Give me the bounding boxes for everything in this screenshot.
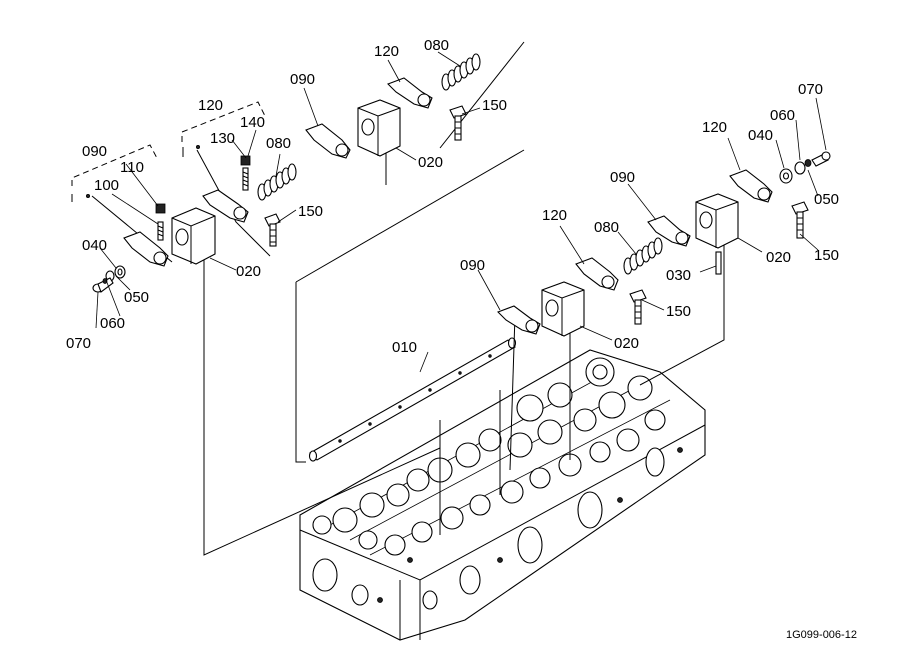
callout-130: 130 [210, 130, 235, 147]
cylinder-head [299, 349, 706, 641]
callout-120-bracket: 120 [198, 97, 223, 114]
left-rocker-group [92, 203, 216, 293]
callout-090-right: 090 [610, 169, 635, 186]
top-rocker-group [305, 53, 481, 159]
callout-120-top: 120 [374, 43, 399, 60]
callout-120-mid: 120 [542, 207, 567, 224]
callout-150-left: 150 [298, 203, 323, 220]
callout-100: 100 [94, 177, 119, 194]
subassembly-brackets [71, 101, 267, 202]
callout-120-right: 120 [702, 119, 727, 136]
callout-020-mid: 020 [614, 335, 639, 352]
right-rocker-group [647, 151, 831, 275]
mid-right-rocker-group [497, 237, 663, 337]
callout-labels: 090 110 100 040 050 060 070 120 130 140 … [66, 37, 839, 356]
callout-110: 110 [120, 159, 144, 176]
callout-140: 140 [240, 114, 265, 131]
drawing-reference: 1G099-006-12 [786, 629, 857, 641]
callout-090-left: 090 [82, 143, 107, 160]
callout-150-right: 150 [814, 247, 839, 264]
callout-leaders [95, 51, 827, 373]
callout-060-left: 060 [100, 315, 125, 332]
callout-090-top: 090 [290, 71, 315, 88]
callout-020-left: 020 [236, 263, 261, 280]
callout-080-top: 080 [424, 37, 449, 54]
callout-050-right: 050 [814, 191, 839, 208]
callout-010: 010 [392, 339, 417, 356]
callout-080-left: 080 [266, 135, 291, 152]
callout-150-mid: 150 [666, 303, 691, 320]
callout-030: 030 [666, 267, 691, 284]
callout-070-left: 070 [66, 335, 91, 352]
callout-050-left: 050 [124, 289, 149, 306]
callout-040-right: 040 [748, 127, 773, 144]
callout-020-top: 020 [418, 154, 443, 171]
callout-070-right: 070 [798, 81, 823, 98]
callout-090-mid: 090 [460, 257, 485, 274]
rocker-shaft-010 [308, 337, 517, 462]
callout-020-right: 020 [766, 249, 791, 266]
callout-080-mid: 080 [594, 219, 619, 236]
callout-150-top: 150 [482, 97, 507, 114]
callout-040-left: 040 [82, 237, 107, 254]
callout-060-right: 060 [770, 107, 795, 124]
upper-left-rocker-group [202, 155, 297, 247]
